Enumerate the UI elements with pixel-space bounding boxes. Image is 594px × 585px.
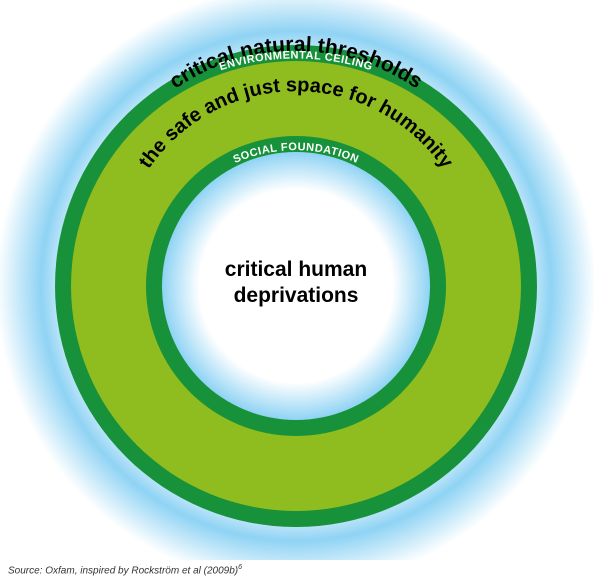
center-label-line1: critical human — [225, 258, 367, 281]
center-label-line2: deprivations — [234, 284, 359, 307]
source-footnote: 6 — [238, 564, 242, 571]
center-hole — [162, 152, 430, 420]
source-text: Source: Oxfam, inspired by Rockström et … — [8, 565, 239, 577]
source-caption: Source: Oxfam, inspired by Rockström et … — [8, 564, 242, 576]
